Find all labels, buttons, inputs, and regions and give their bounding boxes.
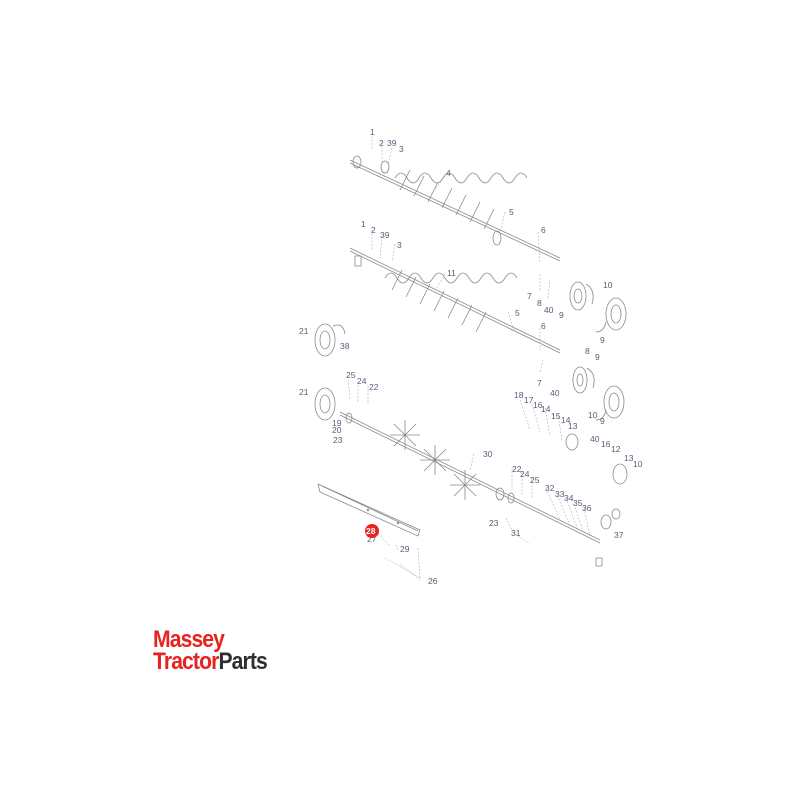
- callout: 18: [514, 390, 524, 400]
- callout: 27: [367, 534, 377, 544]
- callout: 16: [601, 439, 611, 449]
- callout: 11: [447, 268, 456, 278]
- callout: 9: [600, 416, 605, 426]
- callout: 3: [399, 144, 404, 154]
- callout: 25: [530, 475, 540, 485]
- callout: 5: [509, 207, 514, 217]
- callout: 13: [568, 421, 578, 431]
- callout: 21: [299, 326, 309, 336]
- callout: 2: [379, 138, 384, 148]
- callout: 22: [512, 464, 522, 474]
- callout: 2: [371, 225, 376, 235]
- left-wheel-upper: [314, 323, 346, 357]
- callout: 15: [551, 411, 561, 421]
- callout: 39: [380, 230, 390, 240]
- callout: 25: [346, 370, 356, 380]
- callout: 36: [582, 503, 592, 513]
- callouts: 1 2 39 3 4 5 6 1 2 39 3 11 7 8 40 9 10 9…: [299, 127, 643, 586]
- callout: 20: [332, 425, 342, 435]
- right-wheel-upper: [595, 297, 627, 333]
- callout: 1: [361, 219, 366, 229]
- leader-lines: [347, 136, 591, 581]
- callout: 9: [600, 335, 605, 345]
- callout: 9: [595, 352, 600, 362]
- callout: 13: [624, 453, 634, 463]
- callout: 12: [611, 444, 621, 454]
- callout: 9: [559, 310, 564, 320]
- upper-auger: [349, 155, 561, 262]
- callout: 39: [387, 138, 397, 148]
- left-wheel-lower: [314, 387, 336, 421]
- callout: 19: [332, 418, 342, 428]
- brand-logo: Massey TractorParts: [153, 628, 282, 674]
- callout: 3: [397, 240, 402, 250]
- logo-word-tractor: Tractor: [153, 648, 219, 675]
- lower-auger: [349, 247, 561, 354]
- callout: 6: [541, 225, 546, 235]
- callout: 10: [633, 459, 643, 469]
- callout: 24: [357, 376, 367, 386]
- callout: 38: [340, 341, 350, 351]
- callout: 7: [527, 291, 532, 301]
- callout: 40: [590, 434, 600, 444]
- callout: 29: [400, 544, 410, 554]
- logo-line-1: Massey: [153, 626, 225, 653]
- callout: 22: [369, 382, 379, 392]
- callout: 8: [585, 346, 590, 356]
- callout: 40: [550, 388, 560, 398]
- logo-word-parts: Parts: [218, 648, 267, 675]
- blade-bar: [317, 483, 421, 537]
- callout: 31: [511, 528, 521, 538]
- callout: 4: [446, 168, 451, 178]
- callout: 32: [545, 483, 555, 493]
- callout: 16: [533, 400, 543, 410]
- callout: 21: [299, 387, 309, 397]
- callout: 33: [555, 489, 565, 499]
- callout: 24: [520, 469, 530, 479]
- callout: 7: [537, 378, 542, 388]
- callout: 6: [541, 321, 546, 331]
- callout-highlighted[interactable]: 28: [366, 526, 376, 536]
- highlight-marker[interactable]: [365, 524, 379, 538]
- callout: 17: [524, 395, 534, 405]
- callout: 23: [489, 518, 499, 528]
- right-sprocket-upper: [569, 281, 594, 311]
- rotor-shaft: [339, 411, 628, 567]
- callout: 40: [544, 305, 554, 315]
- callout: 1: [370, 127, 375, 137]
- callout: 8: [537, 298, 542, 308]
- callout: 14: [561, 415, 571, 425]
- right-sprocket-lower: [572, 366, 595, 394]
- logo-line-2: TractorParts: [153, 648, 268, 675]
- callout: 10: [588, 410, 598, 420]
- callout: 14: [541, 404, 551, 414]
- callout: 5: [515, 308, 520, 318]
- callout: 10: [603, 280, 613, 290]
- callout: 26: [428, 576, 438, 586]
- callout: 34: [564, 493, 574, 503]
- right-wheel-lower: [595, 385, 625, 421]
- callout: 37: [614, 530, 624, 540]
- callout: 35: [573, 498, 583, 508]
- callout: 30: [483, 449, 493, 459]
- callout: 23: [333, 435, 343, 445]
